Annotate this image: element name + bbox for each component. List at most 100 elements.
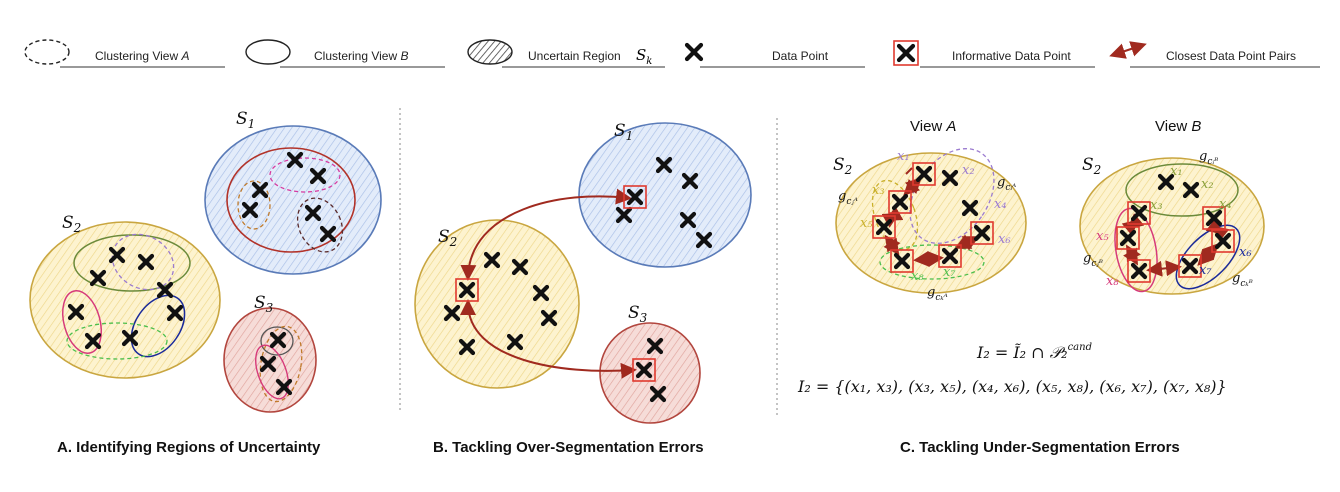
label-x2-a: x₂ (962, 163, 975, 178)
data-point (458, 338, 476, 356)
label-x1-a: x₁ (897, 149, 910, 164)
view-a-cluster-k (879, 244, 985, 280)
view-b-cluster (255, 344, 289, 400)
s2-label: S2 (62, 213, 81, 235)
data-point (137, 253, 155, 271)
view-b-title: View B (1155, 118, 1201, 135)
hatched-ellipse-icon (467, 39, 513, 65)
data-point (679, 211, 697, 229)
solid-ellipse-icon (245, 39, 291, 65)
legend-view-a-label: Clustering View A (95, 49, 190, 63)
s2-view-b-label: S2 (1082, 155, 1101, 177)
closest-pair-arrow (460, 299, 637, 379)
double-arrow-icon (1109, 41, 1147, 59)
data-point (275, 378, 293, 396)
data-point (121, 329, 139, 347)
informative-data-point (623, 185, 647, 209)
s1-label: S1 (236, 109, 255, 131)
cluster-s3 (599, 322, 701, 424)
data-point (309, 167, 327, 185)
data-point (483, 251, 501, 269)
label-x4-a: x₄ (994, 197, 1007, 212)
informative-data-point (1211, 229, 1235, 253)
informative-data-point (1202, 206, 1226, 230)
informative-data-point (890, 249, 914, 273)
legend-data-point-label: Data Point (772, 49, 829, 63)
label-x8-b: x₈ (1106, 274, 1119, 289)
cluster-s2 (29, 221, 221, 379)
equation-pairs: I₂ = {(x₁, x₃), (x₃, x₅), (x₄, x₆), (x₅,… (797, 377, 1227, 396)
data-point (655, 156, 673, 174)
s1-label: S1 (614, 121, 633, 143)
data-point (681, 172, 699, 190)
data-point (540, 309, 558, 327)
label-x6-a: x₆ (998, 232, 1011, 247)
view-b-cluster (226, 147, 356, 253)
view-b-cluster-i (1125, 163, 1239, 217)
informative-data-point (872, 215, 896, 239)
data-point (166, 304, 184, 322)
data-point (941, 169, 959, 187)
data-point (304, 204, 322, 222)
data-point (259, 355, 277, 373)
legend-view-b-label: Clustering View B (314, 49, 409, 63)
legend-informative: Informative Data Point (893, 40, 1095, 68)
label-x4-b: x₄ (1219, 197, 1232, 212)
cross-icon (684, 42, 704, 62)
view-a-cluster (296, 197, 344, 253)
panel-c-caption: C. Tackling Under-Segmentation Errors (900, 439, 1180, 456)
panel-b: S1 S2 S3 B. Tackling Over-Segmentation E… (414, 121, 752, 456)
s2-view-a-label: S2 (833, 155, 852, 177)
informative-data-point (1127, 259, 1151, 283)
data-point (649, 385, 667, 403)
panel-c: View A View B S2 S2 x₁ x₂ x₃ x₄ x₅ (797, 118, 1265, 456)
view-b-cluster (260, 326, 294, 356)
label-x7-b: x₇ (1199, 263, 1212, 278)
label-x3-a: x₃ (872, 183, 885, 198)
data-point (89, 269, 107, 287)
cluster-s1 (578, 122, 752, 268)
label-x2-b: x₂ (1201, 177, 1214, 192)
informative-data-point (1116, 226, 1140, 250)
data-point (319, 225, 337, 243)
informative-data-point (912, 162, 936, 186)
panel-a-points (67, 151, 337, 396)
data-point (646, 337, 664, 355)
label-g-cj-b: gcⱼᴮ (1083, 251, 1103, 269)
data-point (269, 331, 287, 349)
view-a-title: View A (910, 118, 956, 135)
label-x6-b: x₆ (1239, 245, 1252, 260)
data-point (511, 258, 529, 276)
legend: Clustering View A Clustering View B Unce… (24, 39, 1320, 68)
informative-data-point (1127, 201, 1151, 225)
boxed-cross-icon (893, 40, 919, 66)
informative-data-point (632, 358, 656, 382)
closest-pair-arrow (1146, 260, 1182, 277)
data-point (532, 284, 550, 302)
label-x1-b: x₁ (1170, 164, 1183, 179)
legend-view-a: Clustering View A (24, 39, 225, 68)
view-a-cluster (237, 180, 271, 230)
legend-informative-label: Informative Data Point (952, 49, 1071, 63)
data-point (156, 281, 174, 299)
informative-data-point (1178, 254, 1202, 278)
s3-label: S3 (254, 293, 274, 315)
closest-pair-arrow (913, 250, 944, 268)
cluster-s2-view-a (835, 152, 1027, 294)
informative-data-point (970, 221, 994, 245)
dashed-ellipse-icon (24, 39, 70, 65)
label-x3-b: x₃ (1150, 198, 1163, 213)
view-a-cluster (111, 233, 175, 291)
label-g-ck-a: gcₖᴬ (927, 285, 948, 303)
data-point (506, 333, 524, 351)
view-a-cluster (66, 322, 168, 360)
data-point (251, 181, 269, 199)
legend-uncertain-symbol: Sk (636, 46, 652, 67)
closest-pair-arrow (905, 167, 913, 175)
legend-pairs: Closest Data Point Pairs (1109, 41, 1320, 68)
legend-data-point: Data Point (684, 42, 865, 68)
data-point (615, 206, 633, 224)
view-a-cluster (269, 157, 341, 193)
label-x7-a: x₇ (943, 265, 956, 280)
panel-b-points (443, 156, 713, 403)
